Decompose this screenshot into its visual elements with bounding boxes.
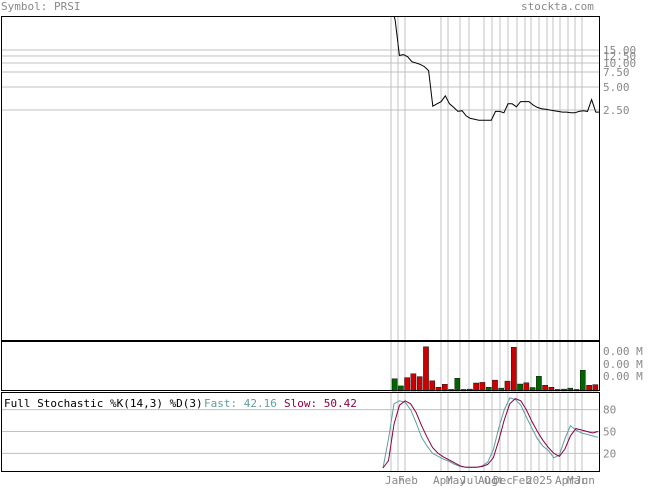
stochastic-tick-label: 20 [603,447,616,460]
x-tick-label: 2025 [526,474,553,486]
volume-bar [416,376,423,392]
volume-tick-label: 0.00 M [603,358,643,371]
volume-bar [410,373,417,392]
x-tick-label: Jan [385,474,405,486]
price-tick-label: 15.00 [603,44,636,57]
site-label: stockta.com [521,0,594,13]
stochastic-fast-label: Fast: 42.16 [204,397,277,410]
stochastic-slow-label: Slow: 50.42 [284,397,357,410]
x-tick-label: Mar [567,474,587,486]
stochastic-layer [382,397,599,469]
volume-bar [442,384,448,392]
stochastic-panel-frame [1,392,600,472]
volume-bar [423,346,429,392]
frame-layer [1,16,600,472]
volume-bar [473,382,479,392]
price-tick-label: 10.00 [603,57,636,70]
volume-bar [479,382,486,392]
x-tick-label: Feb [398,474,418,486]
volume-tick-label: 0.00 M [603,370,643,383]
volume-bar [536,376,542,392]
x-tick-label: Feb [512,474,532,486]
stochastic-title: Full Stochastic %K(14,3) %D(3) [4,397,203,410]
x-tick-label: May [446,474,466,486]
x-tick-label: Apr [555,474,575,486]
stochastic-fast-line [382,397,599,469]
x-tick-label: Dec [493,474,513,486]
volume-bar [492,379,498,392]
x-tick-label: Apr [433,474,453,486]
x-tick-label: Oct [484,474,504,486]
x-tick-label: Aug [478,474,498,486]
stochastic-tick-label: 50 [603,426,616,439]
volume-layer [391,346,599,392]
price-tick-label: 7.50 [603,66,630,79]
volume-bar [523,382,530,392]
price-line [393,17,600,121]
volume-tick-label: 0.00 M [603,345,643,358]
volume-bar [454,378,461,392]
volume-bar [504,380,511,392]
stochastic-tick-label: 80 [603,404,616,417]
price-layer [393,17,600,121]
volume-bar [511,347,517,392]
volume-bar [404,377,410,392]
volume-panel-frame [1,341,600,391]
volume-bar [391,378,398,392]
volume-bar [517,383,523,392]
price-tick-label: 2.50 [603,104,630,117]
volume-bar [580,370,586,392]
symbol-label: Symbol: PRSI [1,0,81,13]
volume-bar [429,380,436,392]
stochastic-slow-line [382,398,599,469]
x-tick-label: Jun [575,474,595,486]
price-tick-label: 12.50 [603,50,636,63]
x-tick-label: Jul [460,474,480,486]
price-tick-label: 5.00 [603,81,630,94]
price-panel-frame [1,16,600,341]
